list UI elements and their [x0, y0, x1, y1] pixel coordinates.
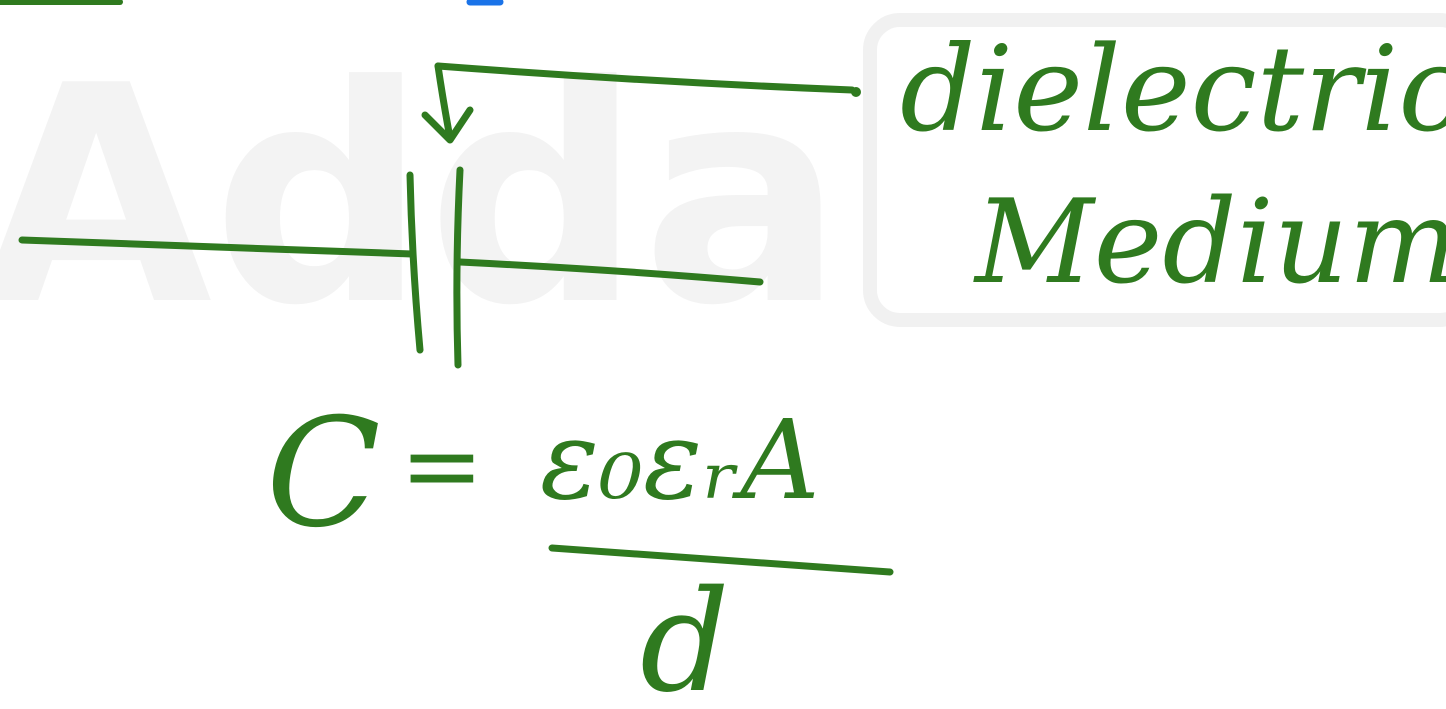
label-medium: Medium: [973, 175, 1446, 310]
dielectric-label: dielectric Medium: [900, 20, 1446, 310]
capacitance-formula: C = ε₀εᵣA d: [266, 387, 894, 709]
fraction-bar: [548, 544, 894, 576]
formula-lhs: C: [266, 387, 381, 561]
right-wire: [456, 258, 764, 286]
formula-numerator: ε₀εᵣA: [540, 396, 820, 524]
pointer-arrowhead: [421, 106, 474, 144]
left-wire: [18, 236, 416, 258]
label-dielectric: dielectric: [900, 20, 1446, 158]
pointer-line-vertical: [434, 62, 454, 142]
left-plate: [406, 171, 424, 354]
watermark-text: Adda: [0, 22, 844, 371]
capacitor-symbol: [18, 166, 764, 369]
formula-denominator: d: [640, 561, 730, 709]
formula-equals: =: [400, 407, 484, 524]
pointer-line-horizontal: [434, 62, 856, 94]
right-plate: [453, 166, 464, 369]
pointer-endpoint: [851, 87, 861, 97]
watermark-box: [863, 13, 1446, 327]
dielectric-pointer-arrow: [421, 62, 861, 144]
